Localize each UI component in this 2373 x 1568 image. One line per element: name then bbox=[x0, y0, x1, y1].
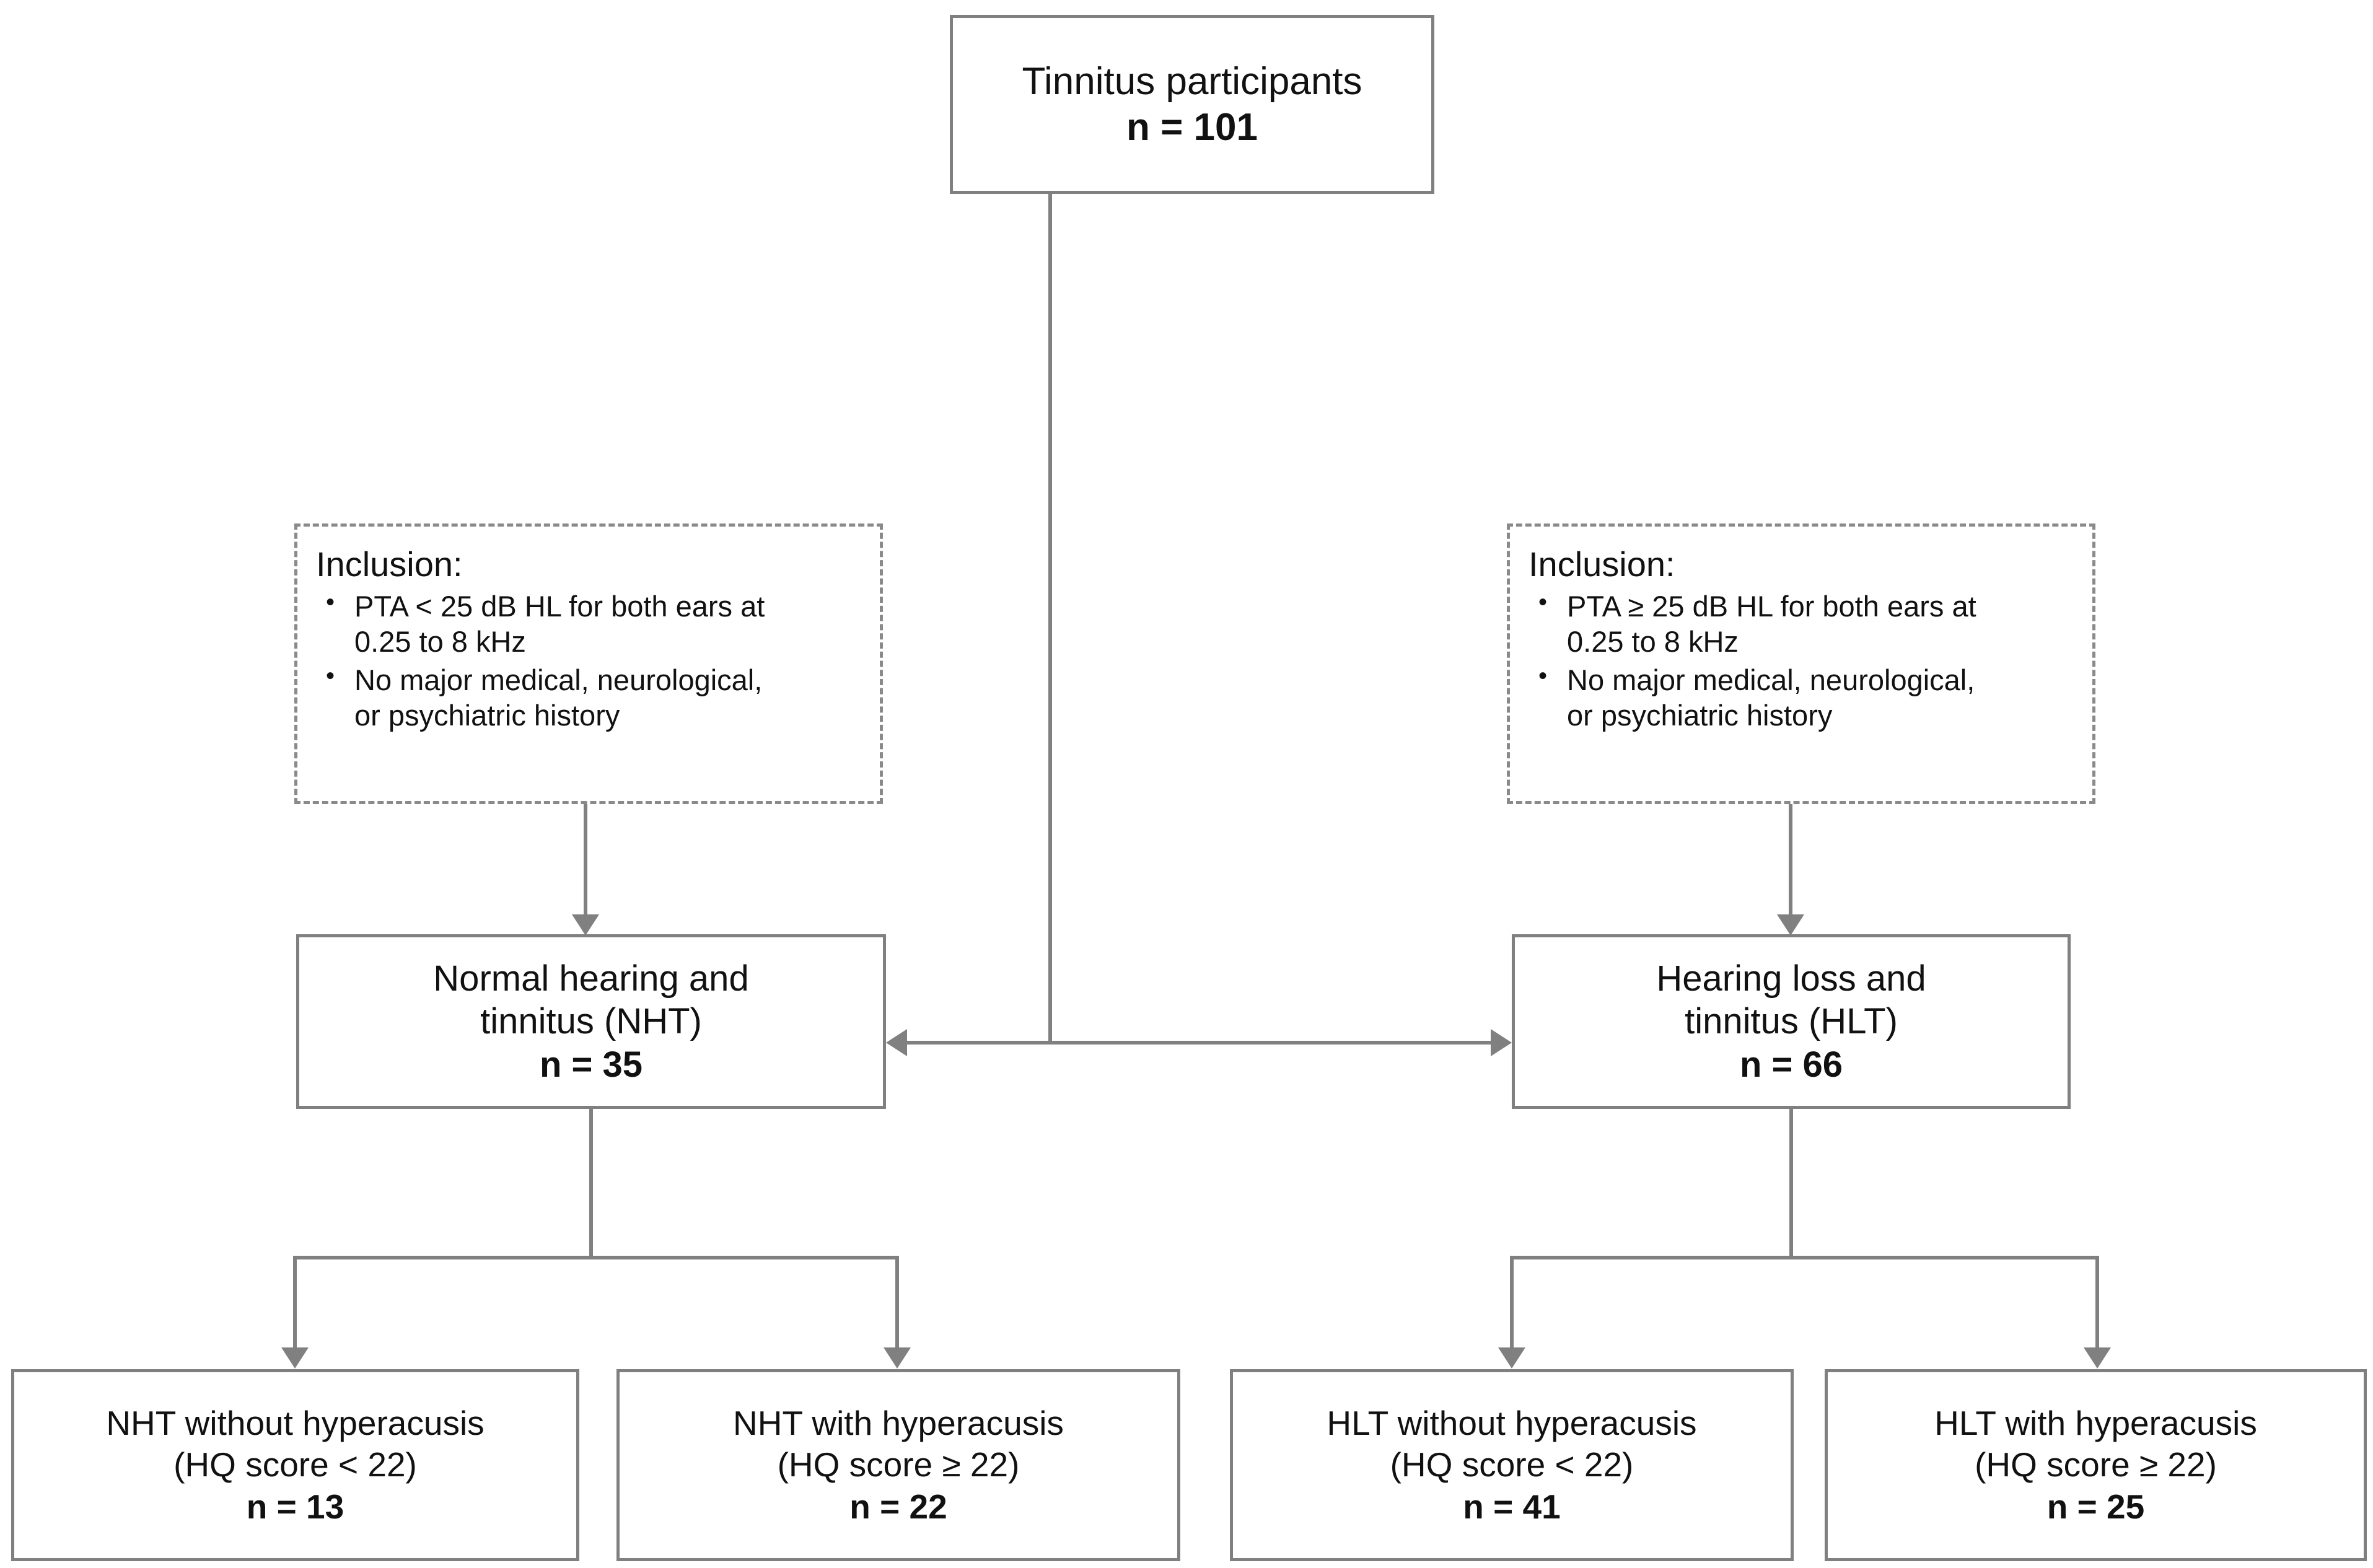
connector-top-trunk bbox=[1048, 194, 1052, 1043]
node-hlt-line1: Hearing loss and bbox=[1656, 958, 1926, 999]
inclusion-left-item0-line0: PTA < 25 dB HL for both ears at bbox=[354, 590, 765, 623]
inclusion-right-item0-line1: 0.25 to 8 kHz bbox=[1567, 625, 1739, 659]
node-hlt-count: n = 66 bbox=[1739, 1044, 1843, 1085]
leaf-2-count: n = 41 bbox=[1463, 1487, 1561, 1526]
arrowhead-incl-left-to-nht bbox=[572, 914, 599, 935]
node-nht-line2: tinnitus (NHT) bbox=[480, 1001, 702, 1042]
arrowhead-to-leaf-0 bbox=[281, 1347, 309, 1369]
arrowhead-to-nht bbox=[886, 1029, 907, 1056]
list-item: • PTA < 25 dB HL for both ears at 0.25 t… bbox=[316, 589, 866, 660]
list-item: • No major medical, neurological, or psy… bbox=[316, 662, 866, 734]
bullet-icon: • bbox=[1538, 662, 1548, 690]
leaf-3-count: n = 25 bbox=[2046, 1487, 2145, 1526]
connector-nht-crossbar bbox=[293, 1256, 899, 1259]
arrowhead-to-hlt bbox=[1491, 1029, 1512, 1056]
leaf-2-line1: HLT without hyperacusis bbox=[1327, 1404, 1697, 1443]
node-hlt-line2: tinnitus (HLT) bbox=[1685, 1001, 1898, 1042]
connector-split-horizontal bbox=[900, 1041, 1498, 1045]
leaf-0-line2: (HQ score < 22) bbox=[173, 1445, 417, 1484]
inclusion-left-item0-line1: 0.25 to 8 kHz bbox=[354, 625, 526, 659]
connector-incl-right-down bbox=[1789, 804, 1792, 916]
connector-hlt-drop-right bbox=[2095, 1256, 2099, 1349]
arrowhead-to-leaf-2 bbox=[1498, 1347, 1525, 1369]
bullet-icon: • bbox=[326, 589, 335, 616]
node-tinnitus-participants: Tinnitus participants n = 101 bbox=[950, 15, 1434, 194]
arrowhead-to-leaf-3 bbox=[2084, 1347, 2111, 1369]
inclusion-left-list: • PTA < 25 dB HL for both ears at 0.25 t… bbox=[316, 589, 866, 735]
leaf-1-count: n = 22 bbox=[849, 1487, 947, 1526]
list-item: • PTA ≥ 25 dB HL for both ears at 0.25 t… bbox=[1529, 589, 2079, 660]
bullet-icon: • bbox=[1538, 589, 1548, 616]
connector-hlt-drop-left bbox=[1510, 1256, 1514, 1349]
node-hlt-with-hyperacusis: HLT with hyperacusis (HQ score ≥ 22) n =… bbox=[1825, 1369, 2367, 1561]
inclusion-left-item1-line1: or psychiatric history bbox=[354, 698, 620, 732]
connector-hlt-stem bbox=[1789, 1109, 1793, 1258]
inclusion-right-item1-line1: or psychiatric history bbox=[1567, 698, 1833, 732]
leaf-1-line2: (HQ score ≥ 22) bbox=[777, 1445, 1020, 1484]
node-hlt-without-hyperacusis: HLT without hyperacusis (HQ score < 22) … bbox=[1230, 1369, 1794, 1561]
node-top-label: Tinnitus participants bbox=[1022, 60, 1362, 103]
bullet-icon: • bbox=[326, 662, 335, 690]
connector-nht-drop-right bbox=[895, 1256, 899, 1349]
leaf-3-line2: (HQ score ≥ 22) bbox=[1975, 1445, 2217, 1484]
leaf-0-line1: NHT without hyperacusis bbox=[106, 1404, 485, 1443]
node-nht-count: n = 35 bbox=[539, 1044, 643, 1085]
inclusion-left-item1-line0: No major medical, neurological, bbox=[354, 663, 763, 696]
connector-nht-stem bbox=[589, 1109, 593, 1258]
node-nht-with-hyperacusis: NHT with hyperacusis (HQ score ≥ 22) n =… bbox=[616, 1369, 1180, 1561]
node-nht-line1: Normal hearing and bbox=[433, 958, 749, 999]
node-nht-without-hyperacusis: NHT without hyperacusis (HQ score < 22) … bbox=[11, 1369, 579, 1561]
node-inclusion-criteria-right: Inclusion: • PTA ≥ 25 dB HL for both ear… bbox=[1507, 523, 2095, 804]
inclusion-left-title: Inclusion: bbox=[316, 545, 463, 584]
node-top-count: n = 101 bbox=[1126, 105, 1258, 149]
leaf-2-line2: (HQ score < 22) bbox=[1390, 1445, 1634, 1484]
leaf-3-line1: HLT with hyperacusis bbox=[1934, 1404, 2257, 1443]
inclusion-right-item1-line0: No major medical, neurological, bbox=[1567, 663, 1975, 696]
arrowhead-to-leaf-1 bbox=[884, 1347, 911, 1369]
connector-hlt-crossbar bbox=[1510, 1256, 2099, 1259]
inclusion-right-item0-line0: PTA ≥ 25 dB HL for both ears at bbox=[1567, 590, 1976, 623]
inclusion-right-list: • PTA ≥ 25 dB HL for both ears at 0.25 t… bbox=[1529, 589, 2079, 735]
node-hearing-loss-tinnitus: Hearing loss and tinnitus (HLT) n = 66 bbox=[1512, 934, 2071, 1109]
inclusion-right-title: Inclusion: bbox=[1529, 545, 1675, 584]
leaf-1-line1: NHT with hyperacusis bbox=[733, 1404, 1064, 1443]
arrowhead-incl-right-to-hlt bbox=[1777, 914, 1804, 935]
leaf-0-count: n = 13 bbox=[246, 1487, 344, 1526]
connector-incl-left-down bbox=[584, 804, 587, 916]
connector-nht-drop-left bbox=[293, 1256, 297, 1349]
node-normal-hearing-tinnitus: Normal hearing and tinnitus (NHT) n = 35 bbox=[296, 934, 886, 1109]
list-item: • No major medical, neurological, or psy… bbox=[1529, 662, 2079, 734]
node-inclusion-criteria-left: Inclusion: • PTA < 25 dB HL for both ear… bbox=[294, 523, 883, 804]
